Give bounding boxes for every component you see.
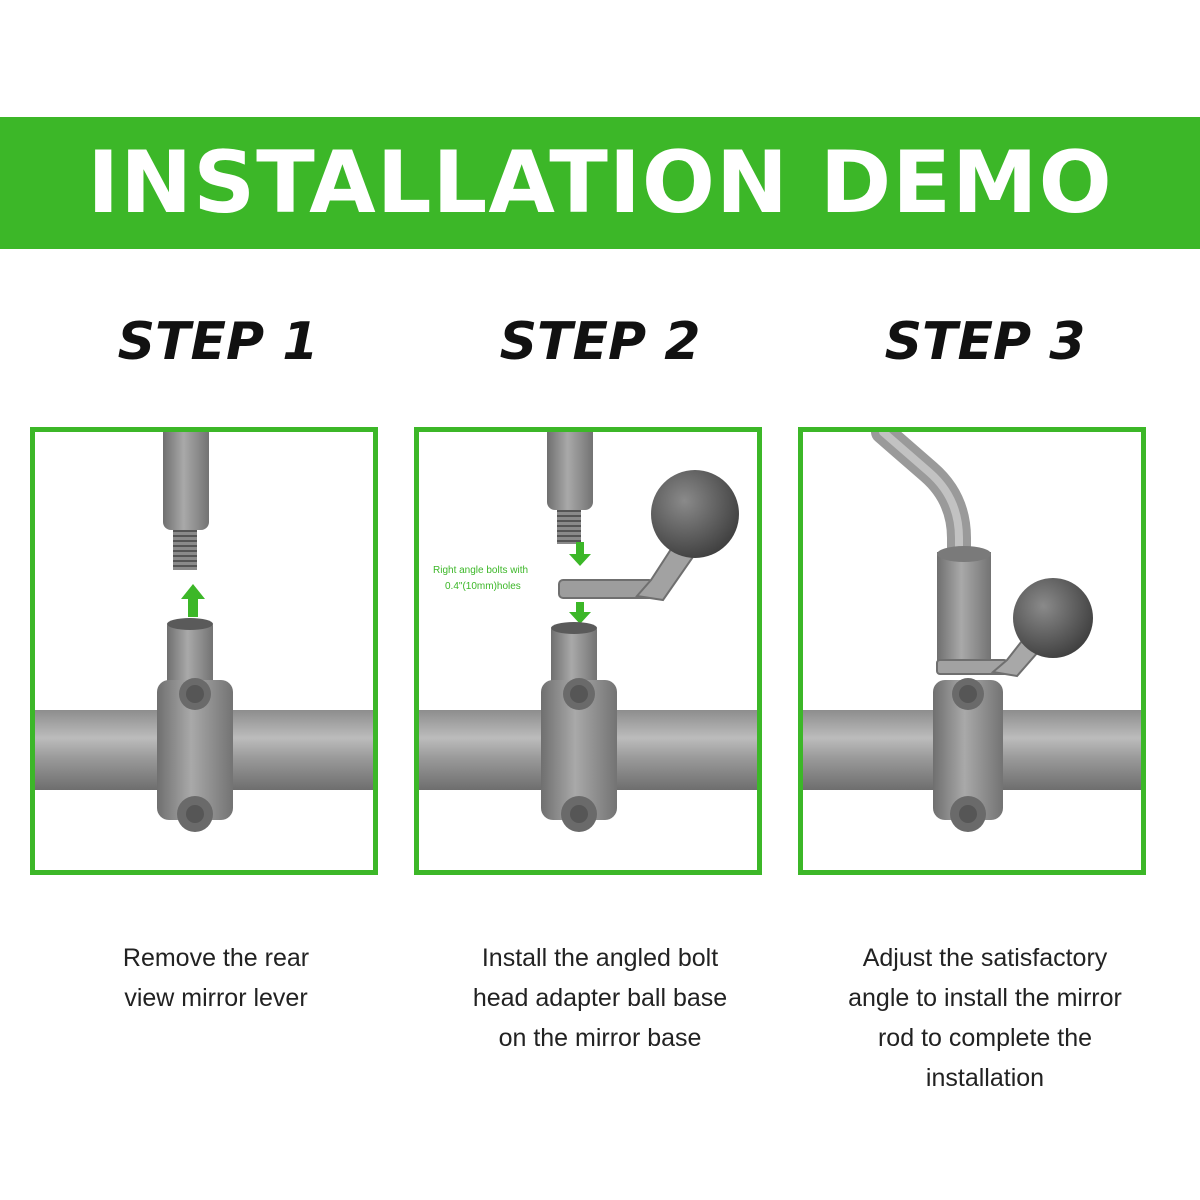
caption-line: view mirror lever: [124, 984, 308, 1012]
caption-line: angle to install the mirror: [848, 984, 1122, 1012]
step-1-heading: STEP 1: [117, 312, 319, 372]
step-3-panel: [798, 427, 1146, 875]
caption-line: rod to complete the: [877, 1024, 1092, 1052]
caption-line: Adjust the satisfactory: [862, 944, 1108, 972]
caption-line: installation: [925, 1064, 1045, 1092]
step-3-heading: STEP 3: [884, 312, 1086, 372]
mirror-rod-illustration: [803, 432, 1141, 832]
ball-mount-illustration: Right angle bolts with 0.4"(10mm)holes: [419, 432, 757, 832]
arrow-down-icon: [569, 602, 591, 624]
arrow-up-icon: [181, 584, 205, 617]
caption-line: Install the angled bolt: [481, 944, 719, 972]
annotation-line-2: 0.4"(10mm)holes: [445, 581, 521, 592]
title-banner: INSTALLATION DEMO: [0, 117, 1200, 249]
handlebar-illustration: [35, 432, 373, 832]
arrow-down-icon: [569, 542, 591, 566]
annotation-line-1: Right angle bolts with: [433, 565, 528, 576]
page-title: INSTALLATION DEMO: [87, 133, 1113, 233]
step-2-caption: Install the angled bolt head adapter bal…: [410, 938, 790, 1058]
step-2-panel: Right angle bolts with 0.4"(10mm)holes: [414, 427, 762, 875]
caption-line: head adapter ball base: [472, 984, 728, 1012]
caption-line: Remove the rear: [122, 944, 310, 972]
step-1-panel: [30, 427, 378, 875]
step-3-caption: Adjust the satisfactory angle to install…: [795, 938, 1175, 1098]
step-1-caption: Remove the rear view mirror lever: [26, 938, 406, 1018]
step-2-heading: STEP 2: [499, 312, 701, 372]
caption-line: on the mirror base: [498, 1024, 702, 1052]
